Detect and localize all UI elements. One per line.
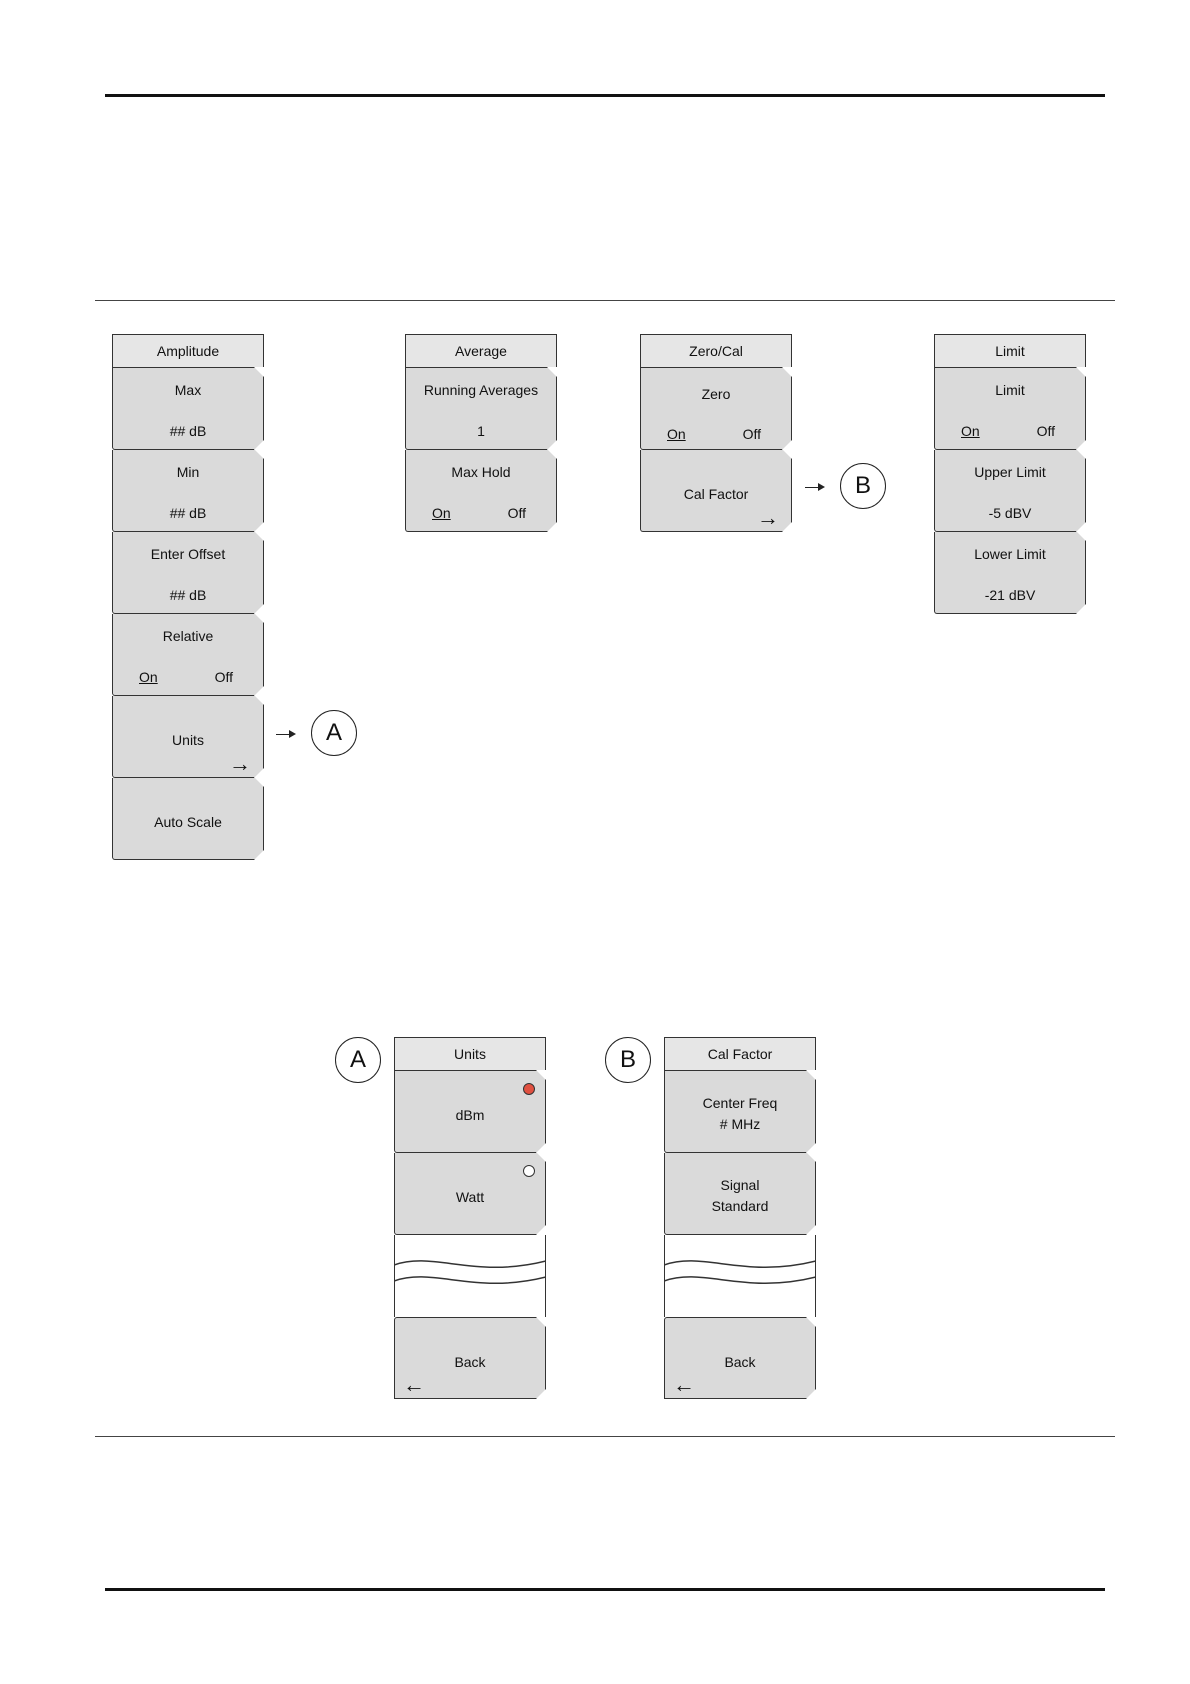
key-label: Auto Scale <box>154 814 222 830</box>
submenu-arrow-icon: → <box>757 505 779 530</box>
units-key[interactable]: Units → <box>112 695 264 778</box>
key-value: # MHz <box>719 1116 761 1132</box>
key-label: Cal Factor <box>683 486 749 502</box>
lower-limit-key[interactable]: Lower Limit -21 dBV <box>934 531 1086 614</box>
back-arrow-icon: ← <box>403 1372 425 1397</box>
on-option: On <box>667 426 686 442</box>
zerocal-menu: Zero/Cal Zero On Off Cal Factor → <box>640 334 792 532</box>
running-averages-key[interactable]: Running Averages 1 <box>405 367 557 450</box>
limit-key[interactable]: Limit On Off <box>934 367 1086 450</box>
key-label: Upper Limit <box>974 464 1046 480</box>
key-value: 1 <box>477 423 485 439</box>
menu-title: Zero/Cal <box>640 334 792 368</box>
callout-b: B <box>840 463 886 509</box>
top-rule <box>105 94 1105 97</box>
bottom-rule <box>105 1588 1105 1591</box>
amplitude-menu: Amplitude Max ## dB Min ## dB Enter Offs… <box>112 334 264 860</box>
average-menu: Average Running Averages 1 Max Hold On O… <box>405 334 557 532</box>
back-key[interactable]: Back ← <box>664 1317 816 1399</box>
key-value: ## dB <box>169 587 207 603</box>
menu-title: Units <box>394 1037 546 1071</box>
off-option: Off <box>507 505 526 521</box>
on-option: On <box>961 423 980 439</box>
off-option: Off <box>742 426 761 442</box>
key-value: -21 dBV <box>984 587 1036 603</box>
key-value: ## dB <box>169 505 207 521</box>
key-label: Running Averages <box>423 382 539 398</box>
relative-key[interactable]: Relative On Off <box>112 613 264 696</box>
key-label: Standard <box>711 1198 769 1214</box>
key-label: dBm <box>455 1107 485 1123</box>
off-option: Off <box>1036 423 1055 439</box>
key-label: Zero <box>701 386 731 402</box>
key-label: Center Freq <box>702 1095 778 1111</box>
key-label: Watt <box>455 1189 485 1205</box>
key-label: Lower Limit <box>974 546 1046 562</box>
key-label: Enter Offset <box>150 546 226 562</box>
menu-title: Limit <box>934 334 1086 368</box>
cal-factor-menu: Cal Factor Center Freq # MHz Signal Stan… <box>663 1037 816 1399</box>
max-key[interactable]: Max ## dB <box>112 367 264 450</box>
signal-standard-key[interactable]: Signal Standard <box>664 1152 816 1235</box>
key-label: Limit <box>995 382 1025 398</box>
back-key[interactable]: Back ← <box>394 1317 546 1399</box>
on-option: On <box>432 505 451 521</box>
pointer-arrow-icon <box>805 483 825 491</box>
max-hold-key[interactable]: Max Hold On Off <box>405 449 557 532</box>
key-label: Back <box>724 1354 756 1370</box>
cal-factor-key[interactable]: Cal Factor → <box>640 449 792 532</box>
on-option: On <box>139 669 158 685</box>
dbm-key[interactable]: dBm <box>394 1070 546 1153</box>
key-label: Min <box>176 464 200 480</box>
auto-scale-key[interactable]: Auto Scale <box>112 777 264 860</box>
wavy-break-icon <box>393 1260 546 1284</box>
figure-top-rule <box>95 300 1115 301</box>
menu-title: Amplitude <box>112 334 264 368</box>
watt-key[interactable]: Watt <box>394 1152 546 1235</box>
submenu-arrow-icon: → <box>229 751 251 776</box>
pointer-arrow-icon <box>276 730 296 738</box>
radio-unselected-icon <box>523 1165 535 1177</box>
min-key[interactable]: Min ## dB <box>112 449 264 532</box>
callout-a: A <box>335 1037 381 1083</box>
zero-key[interactable]: Zero On Off <box>640 367 792 450</box>
key-value: ## dB <box>169 423 207 439</box>
key-value: -5 dBV <box>988 505 1032 521</box>
key-label: Back <box>454 1354 486 1370</box>
key-label: Relative <box>162 628 214 644</box>
enter-offset-key[interactable]: Enter Offset ## dB <box>112 531 264 614</box>
menu-title: Cal Factor <box>664 1037 816 1071</box>
off-option: Off <box>214 669 233 685</box>
upper-limit-key[interactable]: Upper Limit -5 dBV <box>934 449 1086 532</box>
key-label: Max <box>174 382 202 398</box>
back-arrow-icon: ← <box>673 1372 695 1397</box>
center-freq-key[interactable]: Center Freq # MHz <box>664 1070 816 1153</box>
menu-break <box>393 1235 546 1317</box>
limit-menu: Limit Limit On Off Upper Limit -5 dBV Lo… <box>934 334 1086 614</box>
callout-a: A <box>311 710 357 756</box>
units-menu: Units dBm Watt Back ← <box>393 1037 546 1399</box>
key-label: Signal <box>720 1177 760 1193</box>
menu-title: Average <box>405 334 557 368</box>
key-label: Units <box>172 732 204 748</box>
menu-break <box>663 1235 816 1317</box>
radio-selected-icon <box>523 1083 535 1095</box>
wavy-break-icon <box>663 1260 816 1284</box>
key-label: Max Hold <box>451 464 511 480</box>
callout-b: B <box>605 1037 651 1083</box>
figure-bottom-rule <box>95 1436 1115 1437</box>
